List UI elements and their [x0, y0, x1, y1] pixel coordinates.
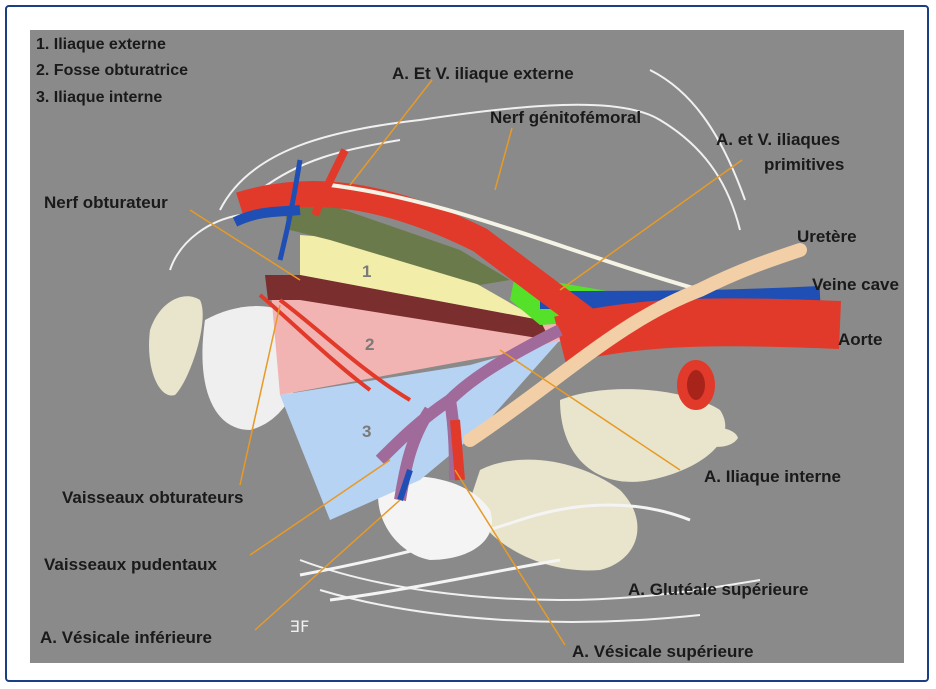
aorta-stump — [682, 365, 710, 405]
label-ureter: Uretère — [797, 227, 857, 247]
artist-signature: ƎF — [290, 617, 309, 636]
label-common-iliac-line1: A. et V. iliaques — [716, 130, 840, 150]
label-superior-vesical-artery: A. Vésicale supérieure — [572, 642, 753, 662]
label-superior-gluteal-artery: A. Glutéale supérieure — [628, 580, 808, 600]
legend-item-1: 1. Iliaque externe — [36, 36, 166, 54]
legend-item-2: 2. Fosse obturatrice — [36, 62, 188, 80]
label-common-iliac-line2: primitives — [764, 155, 844, 175]
zone-1-label: 1 — [362, 262, 371, 282]
zone-2-label: 2 — [365, 335, 374, 355]
label-inferior-vesical-artery: A. Vésicale inférieure — [40, 628, 212, 648]
label-external-iliac-vessels: A. Et V. iliaque externe — [392, 64, 574, 84]
label-vena-cava: Veine cave — [812, 275, 899, 295]
zone-3-label: 3 — [362, 422, 371, 442]
label-pudendal-vessels: Vaisseaux pudentaux — [44, 555, 217, 575]
label-aorta: Aorte — [838, 330, 882, 350]
label-obturator-nerve: Nerf obturateur — [44, 193, 168, 213]
label-internal-iliac: A. Iliaque interne — [704, 467, 841, 487]
label-genitofemoral-nerve: Nerf génitofémoral — [490, 108, 641, 128]
label-obturator-vessels: Vaisseaux obturateurs — [62, 488, 243, 508]
legend-item-3: 3. Iliaque interne — [36, 89, 162, 107]
